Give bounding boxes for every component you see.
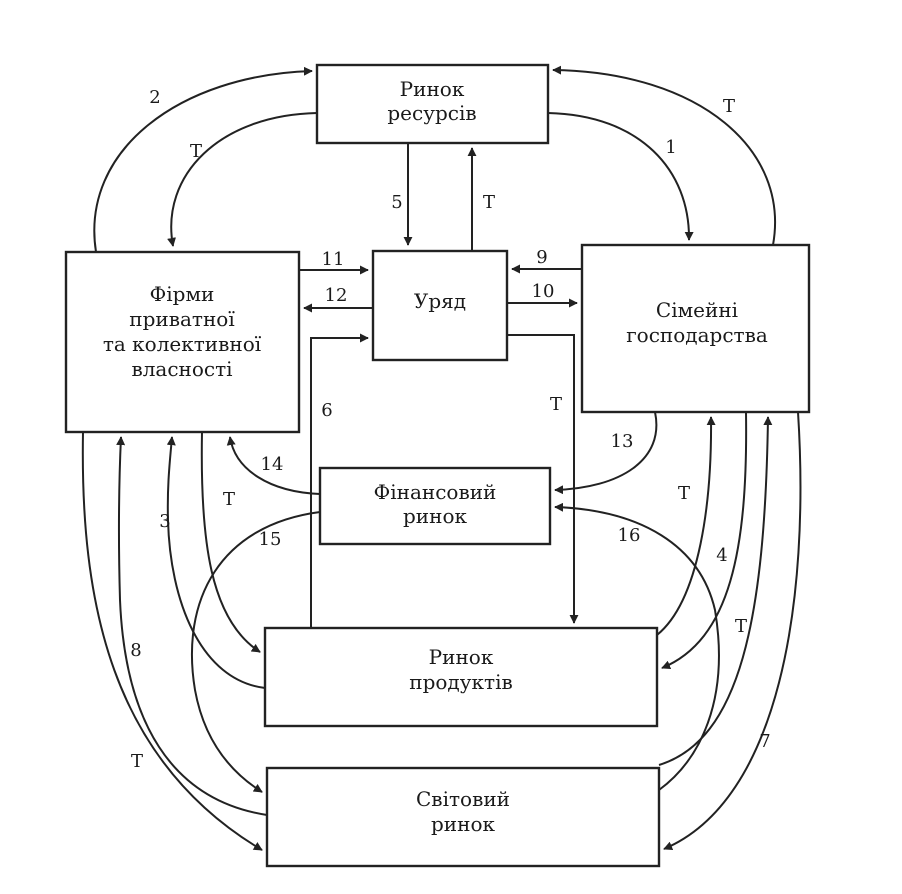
flow-5-label: 5 [391,192,402,213]
flow-2-label: 2 [149,87,160,108]
flow-t-firms-to-world-label: Т [131,751,143,772]
flow-12-label: 12 [325,285,348,306]
flow-t-product-to-households-arrow [656,416,716,636]
resource-market-box [315,63,550,145]
households-line2: господарства [626,323,768,347]
flow-11-label: 11 [322,249,345,270]
product-market-line2: продуктів [409,670,512,694]
resource-market-line2: ресурсів [387,101,476,125]
flow-16-arrow [554,502,720,791]
government-label: Уряд [414,289,466,313]
world-market-line2: ринок [431,812,496,836]
flow-8-label: 8 [130,640,141,661]
flow-t-gov-to-resource-label: Т [483,192,495,213]
product-market-box [263,626,659,728]
flow-t-product-to-households-label: Т [678,483,690,504]
flow-3-arrow [166,436,266,689]
resource-market-line1: Ринок [400,77,465,101]
firms-box [64,250,301,434]
flow-13-arrow [554,411,658,495]
households-line1: Сімейні [656,298,738,322]
financial-market-box [318,466,552,546]
firms-line2: приватної [129,307,235,331]
flow-6-label: 6 [321,400,332,421]
flow-16-label: 16 [618,525,641,546]
flow-2-arrow [93,66,313,253]
flow-9-label: 9 [536,247,547,268]
flow-1-label: 1 [665,137,676,158]
flow-14-arrow [226,436,321,495]
flow-t-world-to-households-label: Т [735,616,747,637]
flow-15-label: 15 [259,529,282,550]
flow-t-world-to-households-arrow [658,416,773,766]
flow-t-firms-to-product-arrow [200,431,261,653]
flow-3-label: 3 [159,511,170,532]
flow-t-resource-to-firms-label: Т [190,141,202,162]
flow-1-arrow [547,112,694,241]
flow-14-label: 14 [261,454,284,475]
flow-13-label: 13 [611,431,634,452]
firms-line3: та колективної [103,332,262,356]
flow-t-gov-to-product-arrow [507,334,579,624]
firms-line4: власності [131,357,232,381]
financial-market-line2: ринок [403,504,468,528]
flow-t-firms-to-product-label: Т [223,489,235,510]
flow-t-resource-to-firms-arrow [167,112,318,247]
flow-t-households-to-resource-arrow [552,65,776,246]
world-market-box [265,766,661,868]
flow-6-arrow [310,333,369,628]
flow-7-label: 7 [759,731,770,752]
households-box [580,243,811,414]
flow-4-label: 4 [716,545,727,566]
flow-t-firms-to-world-arrow [81,431,263,851]
flow-4-arrow [661,411,748,670]
government-box [371,249,509,362]
flow-10-label: 10 [532,281,555,302]
flow-8-arrow [116,436,268,816]
product-market-line1: Ринок [429,645,494,669]
flow-7-arrow [663,411,802,850]
world-market-line1: Світовий [416,787,510,811]
flow-15-arrow [190,511,321,793]
firms-line1: Фірми [150,282,215,306]
flow-t-gov-to-product-label: Т [550,394,562,415]
financial-market-line1: Фінансовий [374,480,497,504]
flow-t-households-to-resource-label: Т [723,96,735,117]
